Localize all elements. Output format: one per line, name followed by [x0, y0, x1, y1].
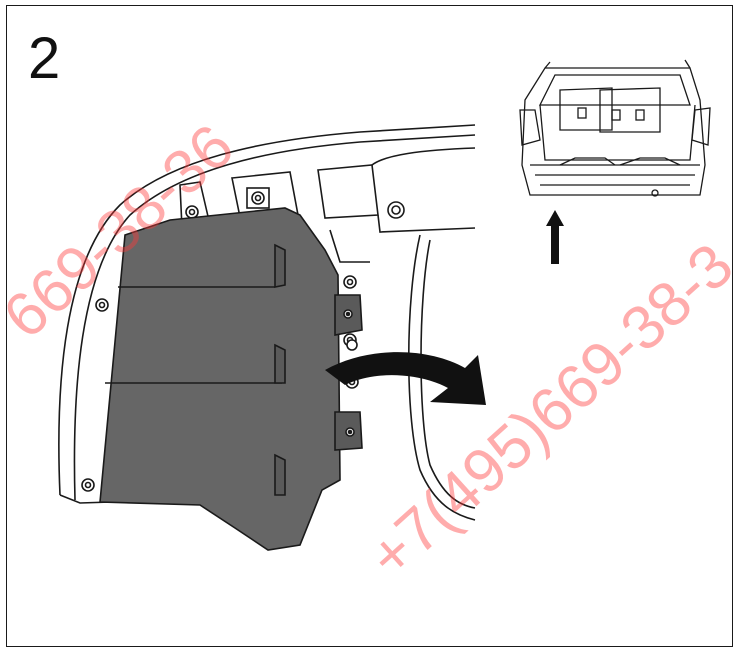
curved-arrow-icon — [325, 352, 486, 405]
vehicle-rear-inset — [519, 59, 711, 197]
cargo-area-trim — [58, 124, 476, 521]
step-number: 2 — [28, 26, 61, 91]
trim-panel — [99, 207, 363, 551]
up-arrow-icon — [546, 210, 564, 264]
